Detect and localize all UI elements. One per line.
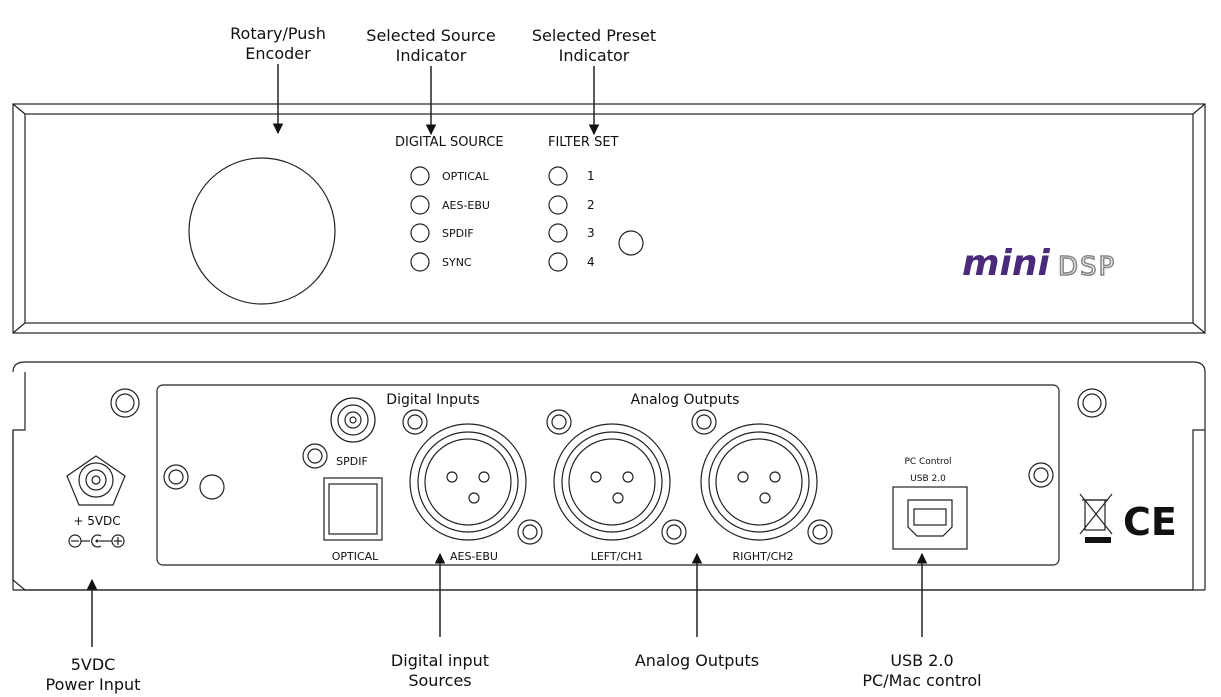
source-led-spdif: [410, 223, 430, 243]
power-input-label-line2: Power Input: [46, 675, 141, 694]
source-led-optical: [410, 166, 430, 186]
ir-receiver-window: [618, 230, 644, 256]
right-ch2-label: RIGHT/CH2: [732, 550, 793, 563]
aes-ebu-label: AES-EBU: [450, 550, 498, 563]
source-label-spdif: SPDIF: [442, 227, 474, 240]
source-label-optical: OPTICAL: [442, 170, 489, 183]
encoder-label-line1: Rotary/Push: [230, 24, 326, 43]
source-led-list: OPTICAL AES-EBU SPDIF SYNC: [410, 166, 490, 272]
screw-right-top: [1077, 388, 1107, 418]
power-jack[interactable]: [66, 455, 126, 506]
usb-b-connector[interactable]: [892, 486, 968, 550]
preset-label-3: 3: [587, 226, 595, 240]
power-input-label-line1: 5VDC: [71, 655, 116, 674]
spdif-label: SPDIF: [336, 455, 368, 468]
preset-label-4: 4: [587, 255, 595, 269]
preset-led-list: 1 2 3 4: [548, 166, 595, 272]
source-indicator-label-line1: Selected Source: [366, 26, 495, 45]
polarity-icon: [68, 534, 125, 548]
filter-set-heading: FILTER SET: [548, 135, 619, 150]
encoder-label-line2: Encoder: [245, 44, 311, 63]
rotary-encoder-knob[interactable]: [188, 157, 336, 305]
digital-source-heading: DIGITAL SOURCE: [395, 135, 504, 150]
screw-left-bottom-xlr: [661, 519, 687, 545]
analog-outputs-label: Analog Outputs: [635, 651, 759, 670]
front-panel-inner: [24, 113, 1194, 324]
front-panel: DIGITAL SOURCE FILTER SET OPTICAL AES-EB…: [12, 103, 1206, 334]
screw-spdif: [302, 443, 328, 469]
preset-label-2: 2: [587, 198, 595, 212]
screw-right-bottom-xlr: [807, 519, 833, 545]
screw-aes-top: [402, 409, 428, 435]
source-label-sync: SYNC: [442, 256, 472, 269]
power-label: + 5VDC: [73, 514, 120, 528]
digital-sources-label-line2: Sources: [408, 671, 471, 690]
logo-script-text: mini: [962, 243, 1050, 284]
left-ch1-xlr-connector[interactable]: [553, 423, 671, 541]
usb-label: USB 2.0: [910, 474, 946, 484]
screw-plate-left: [163, 464, 189, 490]
source-led-sync: [410, 252, 430, 272]
source-led-aes-ebu: [410, 195, 430, 215]
screw-left-top: [110, 388, 140, 418]
right-ch2-xlr-connector[interactable]: [700, 423, 818, 541]
screw-plate-right: [1028, 462, 1054, 488]
weee-bin-icon: [1079, 493, 1113, 543]
ce-mark: CE: [1123, 500, 1177, 544]
preset-label-1: 1: [587, 169, 595, 183]
screw-right-top-xlr: [691, 409, 717, 435]
digital-sources-label-line1: Digital input: [391, 651, 489, 670]
rear-inner-plate: [156, 384, 1060, 566]
preset-indicator-label-line2: Indicator: [559, 46, 630, 65]
minidsp-logo: mini DSP: [962, 243, 1116, 284]
screw-aes-bottom: [517, 519, 543, 545]
rear-panel: + 5VDC SPDIF OPTICAL Digital Inputs Anal…: [12, 361, 1206, 591]
pc-control-label: PC Control: [904, 457, 951, 467]
source-label-aes-ebu: AES-EBU: [442, 199, 490, 212]
left-ch1-label: LEFT/CH1: [591, 550, 644, 563]
usb-control-label-line2: PC/Mac control: [862, 671, 981, 690]
digital-inputs-heading: Digital Inputs: [386, 392, 479, 408]
front-panel-outer: [12, 103, 1206, 334]
optical-label: OPTICAL: [332, 550, 379, 563]
preset-led-2: [548, 195, 568, 215]
spdif-coax-connector[interactable]: [330, 397, 376, 443]
analog-outputs-heading: Analog Outputs: [631, 392, 740, 408]
rear-hole: [199, 474, 225, 500]
aes-ebu-xlr-connector[interactable]: [409, 423, 527, 541]
logo-caps-text: DSP: [1058, 252, 1116, 282]
usb-control-label-line1: USB 2.0: [890, 651, 953, 670]
optical-connector[interactable]: [323, 477, 383, 541]
preset-led-4: [548, 252, 568, 272]
preset-indicator-label-line1: Selected Preset: [532, 26, 656, 45]
preset-led-1: [548, 166, 568, 186]
source-indicator-label-line2: Indicator: [396, 46, 467, 65]
preset-led-3: [548, 223, 568, 243]
screw-left-top-xlr: [546, 409, 572, 435]
